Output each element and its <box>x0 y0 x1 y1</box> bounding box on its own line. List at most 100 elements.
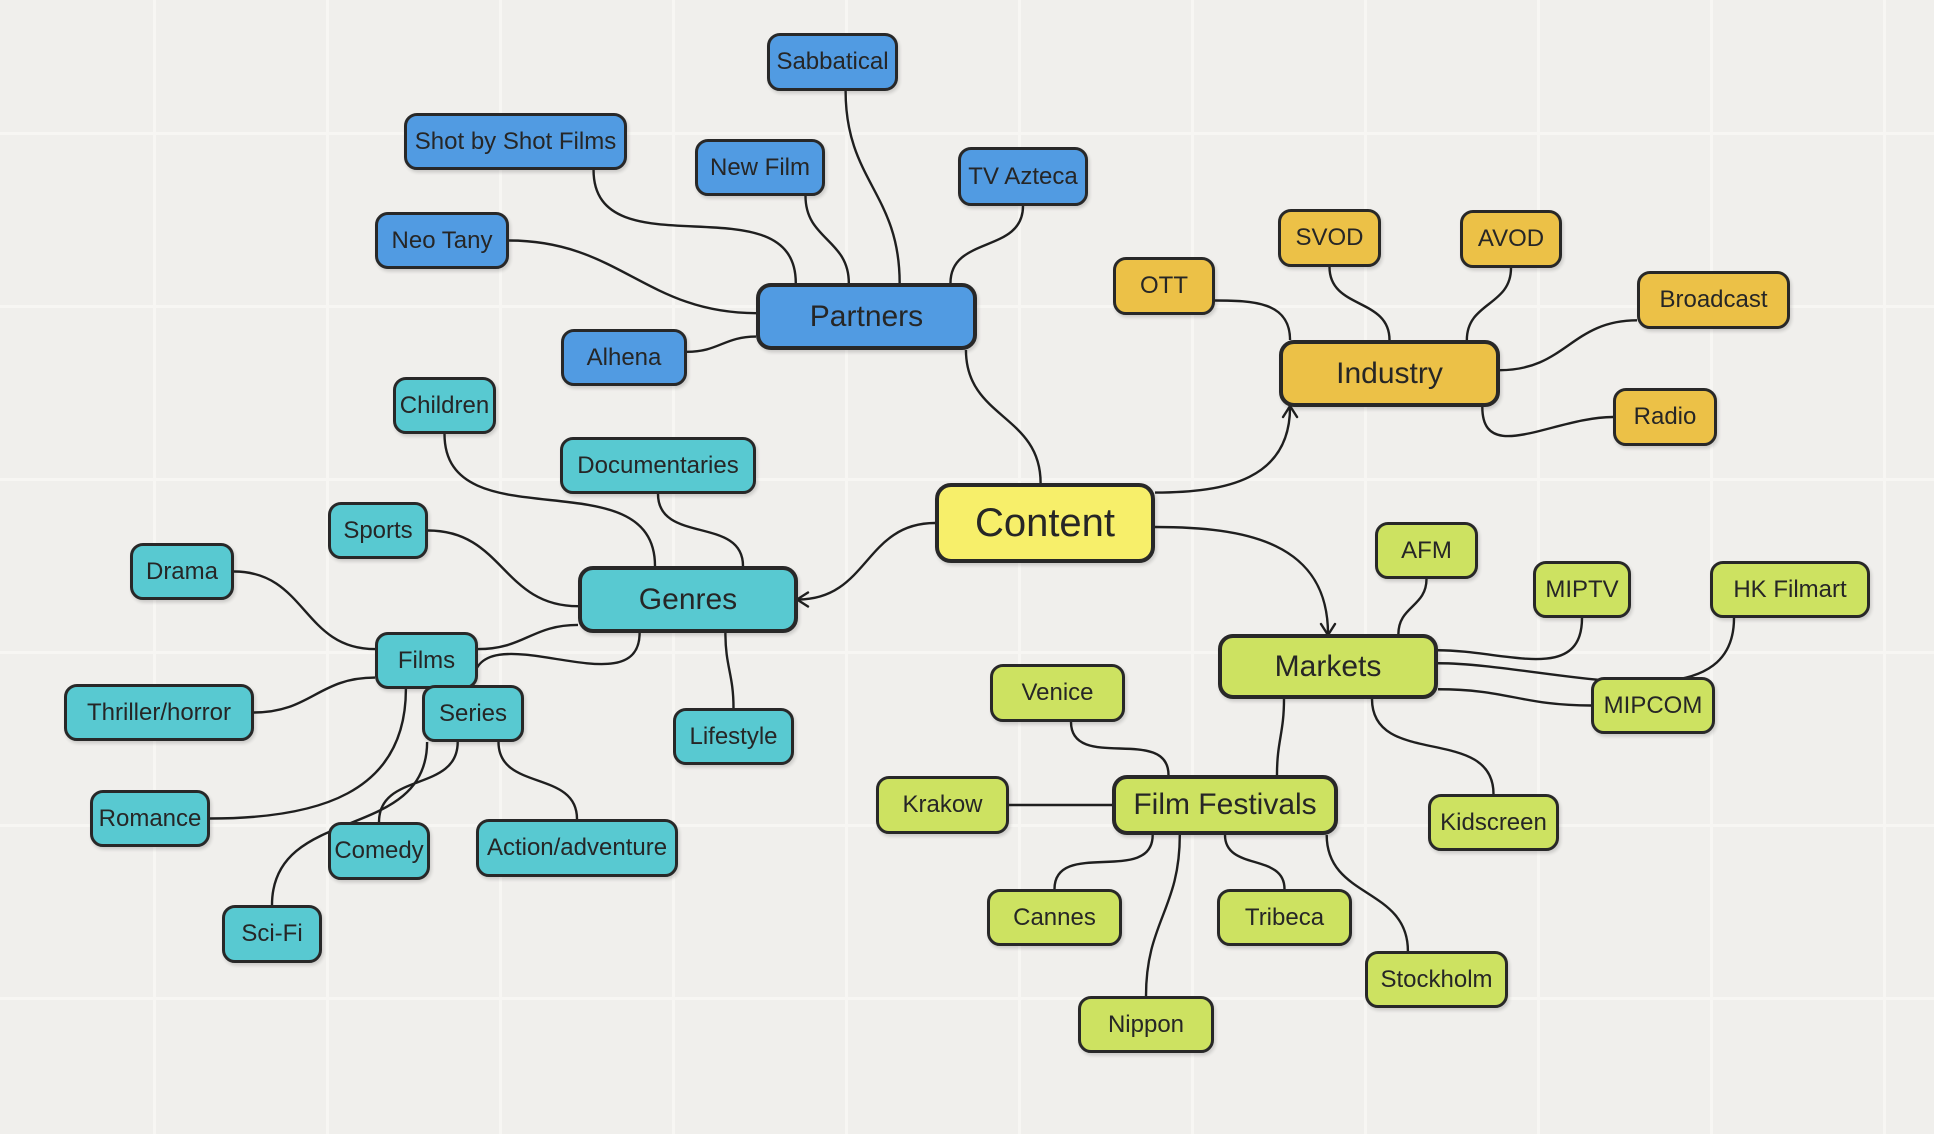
edge-markets-kidscreen <box>1370 698 1495 795</box>
node-hkfilmart[interactable]: HK Filmart <box>1710 561 1870 618</box>
edge-markets-mipcom <box>1437 688 1592 707</box>
node-label: Nippon <box>1107 1010 1185 1038</box>
node-krakow[interactable]: Krakow <box>876 776 1009 834</box>
node-label: Industry <box>1336 356 1443 390</box>
node-genres[interactable]: Genres <box>578 566 798 633</box>
node-label: OTT <box>1140 272 1188 299</box>
node-label: Shot by Shot Films <box>414 127 617 155</box>
node-label: Sports <box>343 516 413 544</box>
node-label: Sci-Fi <box>241 920 303 947</box>
edge-tribeca-filmfest <box>1223 834 1286 890</box>
node-lifestyle[interactable]: Lifestyle <box>673 708 794 765</box>
edge-comedy-series <box>377 741 459 823</box>
node-drama[interactable]: Drama <box>130 543 234 600</box>
edge-markets-filmfest <box>1275 698 1286 776</box>
node-afm[interactable]: AFM <box>1375 522 1478 579</box>
node-label: Action/adventure <box>486 834 668 861</box>
node-content[interactable]: Content <box>935 483 1155 563</box>
node-label: Comedy <box>334 837 424 864</box>
edge-content-partners <box>964 349 1042 484</box>
node-alhena[interactable]: Alhena <box>561 329 687 386</box>
node-scifi[interactable]: Sci-Fi <box>222 905 322 963</box>
node-avod[interactable]: AVOD <box>1460 210 1562 268</box>
node-children[interactable]: Children <box>393 377 496 434</box>
node-label: Sabbatical <box>776 48 889 75</box>
node-ott[interactable]: OTT <box>1113 257 1215 315</box>
node-label: Films <box>397 646 456 674</box>
node-newfilm[interactable]: New Film <box>695 139 825 196</box>
node-markets[interactable]: Markets <box>1218 634 1438 699</box>
node-label: SVOD <box>1295 224 1364 251</box>
edge-neotany-partners <box>508 239 757 315</box>
edge-actionadv-series <box>497 741 579 820</box>
node-label: Markets <box>1274 649 1382 683</box>
node-sabbatical[interactable]: Sabbatical <box>767 33 898 91</box>
node-label: Lifestyle <box>689 722 778 750</box>
node-shotbyshot[interactable]: Shot by Shot Films <box>404 113 627 170</box>
edge-avod-industry <box>1465 267 1513 341</box>
edge-tvazteca-partners <box>949 205 1025 284</box>
node-label: New Film <box>710 153 810 181</box>
node-cannes[interactable]: Cannes <box>987 889 1122 946</box>
node-label: MIPTV <box>1545 575 1619 603</box>
node-tvazteca[interactable]: TV Azteca <box>958 147 1088 206</box>
edge-romance-films <box>209 688 408 820</box>
node-label: Genres <box>638 582 738 616</box>
node-industry[interactable]: Industry <box>1279 340 1500 407</box>
node-label: Kidscreen <box>1440 808 1547 836</box>
node-label: Content <box>974 500 1116 545</box>
node-label: Film Festivals <box>1133 788 1317 821</box>
node-label: AVOD <box>1477 225 1545 252</box>
node-label: Thriller/horror <box>86 698 232 726</box>
node-sports[interactable]: Sports <box>328 502 428 559</box>
node-label: Partners <box>809 299 924 333</box>
node-romance[interactable]: Romance <box>90 790 210 847</box>
node-mipcom[interactable]: MIPCOM <box>1591 677 1715 734</box>
node-label: Documentaries <box>577 451 739 479</box>
edge-svod-industry <box>1328 266 1391 341</box>
node-label: Series <box>438 699 508 727</box>
edge-industry-radio <box>1481 406 1614 438</box>
edge-documentaries-genres <box>656 493 745 567</box>
node-stockholm[interactable]: Stockholm <box>1365 951 1508 1008</box>
node-venice[interactable]: Venice <box>990 664 1125 722</box>
node-svod[interactable]: SVOD <box>1278 209 1381 267</box>
node-label: Broadcast <box>1659 286 1768 313</box>
edge-sabbatical-partners <box>844 90 901 284</box>
node-label: Alhena <box>586 343 662 371</box>
node-label: Krakow <box>902 791 983 818</box>
edge-thriller-films <box>253 676 376 714</box>
edge-drama-films <box>233 570 376 651</box>
edge-ott-industry <box>1214 299 1292 341</box>
node-comedy[interactable]: Comedy <box>328 822 430 880</box>
edge-miptv-markets <box>1437 617 1584 661</box>
node-label: MIPCOM <box>1603 691 1703 719</box>
node-series[interactable]: Series <box>422 685 524 742</box>
edge-shotbyshot-partners <box>592 169 797 284</box>
edge-newfilm-partners <box>804 195 851 284</box>
node-partners[interactable]: Partners <box>756 283 977 350</box>
edge-content-industry <box>1154 407 1290 494</box>
node-radio[interactable]: Radio <box>1613 388 1717 446</box>
edge-stockholm-filmfest <box>1325 834 1410 952</box>
node-label: Neo Tany <box>391 226 493 254</box>
node-label: Children <box>399 391 490 419</box>
edge-nippon-filmfest <box>1144 834 1181 997</box>
node-neotany[interactable]: Neo Tany <box>375 212 509 269</box>
node-films[interactable]: Films <box>375 632 478 689</box>
node-kidscreen[interactable]: Kidscreen <box>1428 794 1559 851</box>
edge-hkfilmart-markets <box>1437 617 1736 684</box>
node-actionadv[interactable]: Action/adventure <box>476 819 678 877</box>
node-nippon[interactable]: Nippon <box>1078 996 1214 1053</box>
node-miptv[interactable]: MIPTV <box>1533 561 1631 618</box>
node-broadcast[interactable]: Broadcast <box>1637 271 1790 329</box>
edge-content-genres <box>798 521 936 600</box>
node-documentaries[interactable]: Documentaries <box>560 437 756 494</box>
edge-films-genres <box>477 623 579 651</box>
node-tribeca[interactable]: Tribeca <box>1217 889 1352 946</box>
node-filmfest[interactable]: Film Festivals <box>1112 775 1338 835</box>
node-thriller[interactable]: Thriller/horror <box>64 684 254 741</box>
node-label: AFM <box>1401 536 1452 564</box>
